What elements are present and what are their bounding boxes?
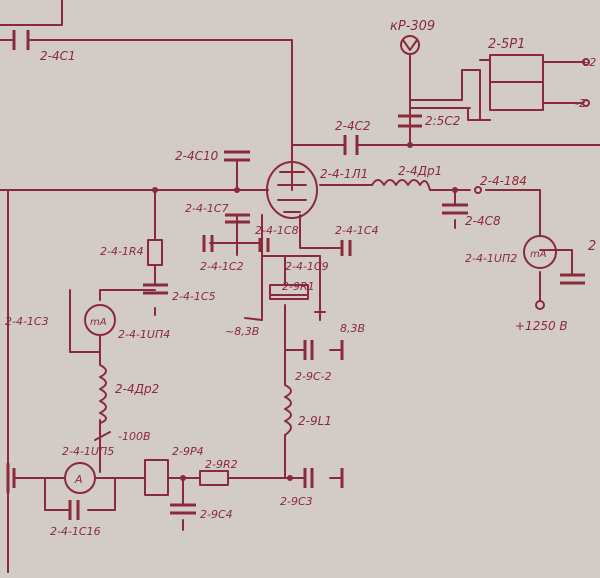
label-c8b: 2-4-1C8: [255, 224, 299, 237]
label-plus2: +2: [580, 56, 596, 69]
capacitor-c5: [143, 283, 168, 295]
terminals: [94, 35, 590, 481]
capacitor-c8: [442, 203, 468, 215]
resistors: [144, 239, 309, 496]
inductor-dr2: [99, 364, 107, 424]
label-c2: 2-4C2: [335, 119, 371, 133]
label-c8: 2-4C8: [465, 214, 501, 228]
component-labels: 2-4C1 кР-309 2-5P1 +2 -2 2-4C10 2-4C2 2:…: [5, 19, 596, 538]
label-c10: 2-4C10: [175, 149, 219, 163]
capacitor-c7: [225, 213, 250, 224]
capacitor-c3b: [303, 468, 314, 488]
meter-ma-right-label: mA: [530, 249, 547, 260]
label-c9: 2-4-1C9: [285, 260, 329, 273]
relay-p1: [489, 54, 544, 111]
meter-ma-left: [84, 304, 116, 336]
label-c5: 2-4-1C5: [172, 290, 216, 303]
label-dr1: 2-4Др1: [398, 164, 442, 178]
meter-ma-right: [523, 235, 557, 269]
capacitor-c102: [202, 235, 214, 252]
inductor-dr1: [371, 179, 431, 191]
label-v83b: 8,3В: [340, 322, 365, 335]
label-c1: 2-4C1: [40, 49, 76, 63]
meter-ma-left-label: mA: [90, 317, 107, 328]
label-c102: 2-4-1С2: [200, 260, 244, 273]
label-v83a: ~8,3В: [225, 325, 259, 338]
capacitor-c4b: [170, 503, 196, 515]
label-un2: 2-4-1UП2: [465, 252, 517, 265]
label-v1250: +1250 В: [515, 319, 568, 333]
label-un5: 2-4-1UП5: [62, 445, 114, 458]
capacitor-c1: [12, 30, 30, 50]
meters: [64, 235, 557, 494]
label-r2: 2-9R2: [205, 458, 238, 471]
label-r1: 2-9R1: [282, 280, 315, 293]
label-v100: -100В: [118, 430, 151, 443]
label-minus2: -2: [575, 97, 586, 110]
capacitor-c92: [303, 340, 314, 360]
label-r4: 2-4-1R4: [100, 245, 144, 258]
capacitors: [6, 30, 585, 520]
capacitor-c8b: [258, 238, 270, 252]
label-c3b: 2-9C3: [280, 495, 313, 508]
inductor-l9: [284, 384, 292, 436]
label-c4b: 2-9C4: [200, 508, 233, 521]
vacuum-tube-icon: [266, 161, 318, 219]
label-d184: 2-4-184: [480, 174, 527, 188]
capacitor-c16: [68, 500, 80, 520]
relay-p4: [144, 459, 169, 496]
resistor-r1: [269, 284, 309, 300]
capacitor-c10: [224, 150, 250, 162]
label-dr2: 2-4Др2: [115, 382, 159, 396]
label-c7: 2-4-1C7: [185, 202, 229, 215]
label-c2b: 2:5C2: [425, 114, 460, 128]
meter-a-label: A: [74, 473, 83, 486]
label-l9: 2-9L1: [298, 414, 332, 428]
meter-a: [64, 462, 96, 494]
label-p4: 2-9P4: [172, 445, 204, 458]
label-c3: 2-4-1C3: [5, 315, 49, 328]
capacitor-c4: [340, 240, 352, 256]
label-c16: 2-4-1C16: [50, 525, 101, 538]
label-c4: 2-4-1C4: [335, 224, 379, 237]
resistor-r2: [199, 470, 229, 486]
antenna-icon: [400, 35, 420, 55]
capacitor-c-right: [560, 273, 585, 285]
label-p1: 2-5P1: [488, 37, 525, 52]
capacitor-c2b: [398, 114, 422, 128]
inductors: [99, 179, 431, 436]
resistor-r4: [147, 239, 163, 266]
label-l1: 2-4-1Л1: [320, 167, 368, 181]
capacitor-c2: [343, 135, 359, 155]
label-two: 2: [588, 239, 596, 254]
label-kp309: кР-309: [390, 19, 435, 34]
label-c92: 2-9C-2: [295, 370, 332, 383]
label-un4: 2-4-1UП4: [118, 328, 170, 341]
